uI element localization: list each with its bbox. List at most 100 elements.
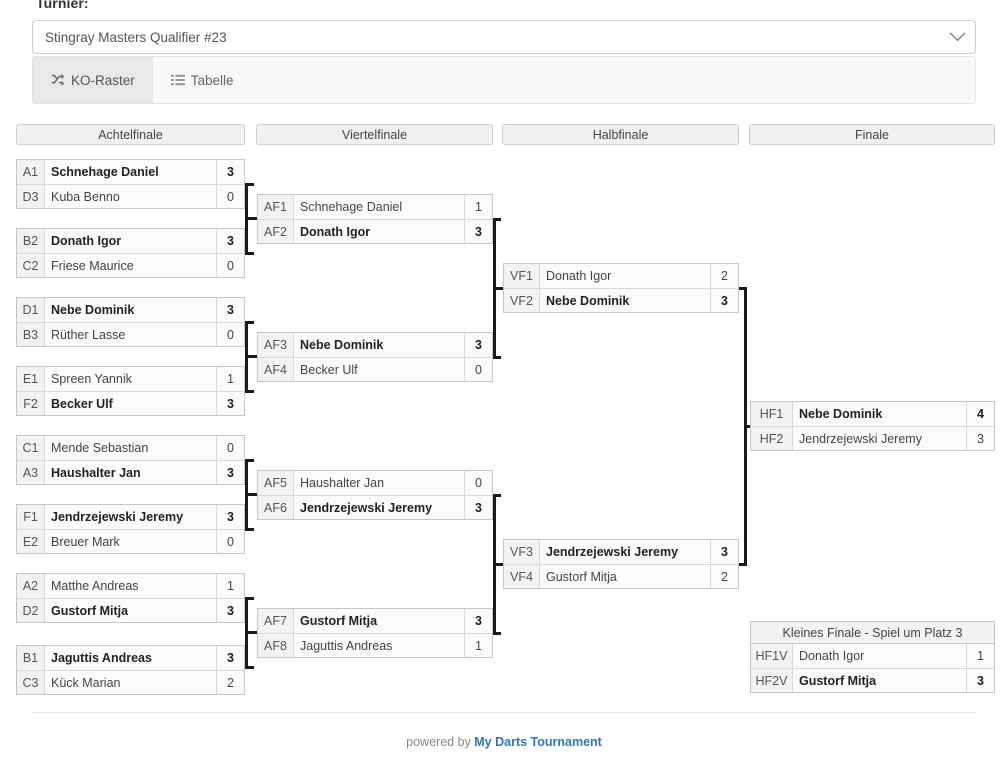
player-name: Jendrzejewski Jeremy	[51, 510, 184, 524]
player-name: Mende Sebastian	[51, 441, 149, 455]
tab-tabelle[interactable]: Tabelle	[153, 57, 252, 103]
table-row[interactable]: F2 Becker Ulf 3	[17, 391, 244, 415]
match-hf-2[interactable]: VF3 Jendrzejewski Jeremy 3 VF4 Gustorf M…	[503, 539, 739, 589]
score-value: 0	[216, 530, 244, 553]
tab-ko-raster[interactable]: KO-Raster	[33, 57, 153, 103]
match-af-6[interactable]: F1 Jendrzejewski Jeremy 3 E2 Breuer Mark…	[16, 504, 245, 554]
table-row[interactable]: HF2 Jendrzejewski Jeremy 3	[751, 426, 994, 450]
table-row[interactable]: HF1 Nebe Dominik 4	[751, 402, 994, 426]
table-row[interactable]: D2 Gustorf Mitja 3	[17, 598, 244, 622]
shuffle-icon	[51, 73, 65, 87]
score-value: 3	[464, 220, 492, 243]
table-row[interactable]: C3 Kück Marian 2	[17, 670, 244, 694]
round-header-halbfinale: Halbfinale	[502, 124, 739, 145]
score-value: 3	[710, 540, 738, 564]
table-row[interactable]: AF8 Jaguttis Andreas 1	[258, 633, 492, 657]
match-af-4[interactable]: E1 Spreen Yannik 1 F2 Becker Ulf 3	[16, 366, 245, 416]
match-vf-2[interactable]: AF3 Nebe Dominik 3 AF4 Becker Ulf 0	[257, 332, 493, 382]
table-row[interactable]: F1 Jendrzejewski Jeremy 3	[17, 505, 244, 529]
tournament-select[interactable]: Stingray Masters Qualifier #23	[32, 20, 976, 54]
round-header-achtelfinale: Achtelfinale	[16, 124, 245, 145]
table-row[interactable]: C1 Mende Sebastian 0	[17, 436, 244, 460]
chevron-down-icon	[949, 24, 966, 41]
table-row[interactable]: A1 Schnehage Daniel 3	[17, 160, 244, 184]
match-vf-1[interactable]: AF1 Schnehage Daniel 1 AF2 Donath Igor 3	[257, 194, 493, 244]
match-vf-3[interactable]: AF5 Haushalter Jan 0 AF6 Jendrzejewski J…	[257, 470, 493, 520]
table-row[interactable]: B3 Rüther Lasse 0	[17, 322, 244, 346]
table-row[interactable]: A2 Matthe Andreas 1	[17, 574, 244, 598]
seed-label: A3	[17, 461, 45, 484]
match-kleines-finale[interactable]: Kleines Finale - Spiel um Platz 3 HF1V D…	[750, 621, 995, 693]
player-name: Becker Ulf	[51, 396, 113, 411]
score-value: 1	[464, 195, 492, 219]
seed-label: A1	[17, 160, 45, 184]
connector	[493, 494, 501, 497]
player-name: Donath Igor	[300, 224, 371, 239]
seed-label: E2	[17, 530, 45, 553]
table-row[interactable]: AF3 Nebe Dominik 3	[258, 333, 492, 357]
table-row[interactable]: AF1 Schnehage Daniel 1	[258, 195, 492, 219]
player-name: Gustorf Mitja	[799, 673, 877, 688]
seed-label: VF3	[504, 540, 540, 564]
match-af-1[interactable]: A1 Schnehage Daniel 3 D3 Kuba Benno 0	[16, 159, 245, 209]
connector	[493, 356, 501, 359]
player-name: Rüther Lasse	[51, 327, 126, 342]
score-value: 3	[464, 333, 492, 357]
match-af-5[interactable]: C1 Mende Sebastian 0 A3 Haushalter Jan 3	[16, 435, 245, 485]
table-row[interactable]: VF4 Gustorf Mitja 2	[504, 564, 738, 588]
table-row[interactable]: HF2V Gustorf Mitja 3	[751, 668, 994, 692]
score-value: 0	[216, 185, 244, 208]
player-name: Gustorf Mitja	[51, 603, 129, 618]
match-af-8[interactable]: B1 Jaguttis Andreas 3 C3 Kück Marian 2	[16, 645, 245, 695]
table-row[interactable]: E2 Breuer Mark 0	[17, 529, 244, 553]
connector	[245, 597, 254, 600]
score-value: 3	[216, 229, 244, 253]
player-name: Gustorf Mitja	[546, 569, 617, 584]
table-row[interactable]: C2 Friese Maurice 0	[17, 253, 244, 277]
score-value: 1	[464, 634, 492, 657]
table-row[interactable]: E1 Spreen Yannik 1	[17, 367, 244, 391]
match-af-2[interactable]: B2 Donath Igor 3 C2 Friese Maurice 0	[16, 228, 245, 278]
connector	[245, 183, 254, 186]
seed-label: VF4	[504, 565, 540, 588]
table-row[interactable]: AF5 Haushalter Jan 0	[258, 471, 492, 495]
kleines-finale-title: Kleines Finale - Spiel um Platz 3	[751, 622, 994, 644]
match-hf-1[interactable]: VF1 Donath Igor 2 VF2 Nebe Dominik 3	[503, 263, 739, 313]
table-row[interactable]: AF2 Donath Igor 3	[258, 219, 492, 243]
score-value: 2	[710, 264, 738, 288]
seed-label: B2	[17, 229, 45, 253]
connector	[245, 252, 254, 255]
player-name: Donath Igor	[799, 649, 865, 663]
match-vf-4[interactable]: AF7 Gustorf Mitja 3 AF8 Jaguttis Andreas…	[257, 608, 493, 658]
player-name: Friese Maurice	[51, 258, 134, 273]
table-row[interactable]: D1 Nebe Dominik 3	[17, 298, 244, 322]
table-row[interactable]: A3 Haushalter Jan 3	[17, 460, 244, 484]
table-row[interactable]: VF3 Jendrzejewski Jeremy 3	[504, 540, 738, 564]
seed-label: VF1	[504, 264, 540, 288]
table-row[interactable]: VF1 Donath Igor 2	[504, 264, 738, 288]
table-row[interactable]: B2 Donath Igor 3	[17, 229, 244, 253]
match-finale[interactable]: HF1 Nebe Dominik 4 HF2 Jendrzejewski Jer…	[750, 401, 995, 451]
match-af-7[interactable]: A2 Matthe Andreas 1 D2 Gustorf Mitja 3	[16, 573, 245, 623]
player-name: Schnehage Daniel	[51, 165, 159, 179]
seed-label: AF3	[258, 333, 294, 357]
tournament-label: Turnier:	[36, 0, 89, 11]
table-row[interactable]: AF4 Becker Ulf 0	[258, 357, 492, 381]
table-row[interactable]: HF1V Donath Igor 1	[751, 644, 994, 668]
table-row[interactable]: B1 Jaguttis Andreas 3	[17, 646, 244, 670]
seed-label: HF2	[751, 427, 793, 450]
table-row[interactable]: AF7 Gustorf Mitja 3	[258, 609, 492, 633]
seed-label: HF1	[751, 402, 793, 426]
table-row[interactable]: D3 Kuba Benno 0	[17, 184, 244, 208]
table-row[interactable]: AF6 Jendrzejewski Jeremy 3	[258, 495, 492, 519]
player-name: Gustorf Mitja	[300, 614, 378, 628]
connector	[245, 666, 254, 669]
table-row[interactable]: VF2 Nebe Dominik 3	[504, 288, 738, 312]
score-value: 3	[464, 496, 492, 519]
footer-link[interactable]: My Darts Tournament	[474, 735, 602, 749]
connector	[245, 528, 254, 531]
player-name: Nebe Dominik	[799, 407, 883, 421]
match-af-3[interactable]: D1 Nebe Dominik 3 B3 Rüther Lasse 0	[16, 297, 245, 347]
score-value: 3	[710, 289, 738, 312]
connector	[744, 425, 747, 563]
